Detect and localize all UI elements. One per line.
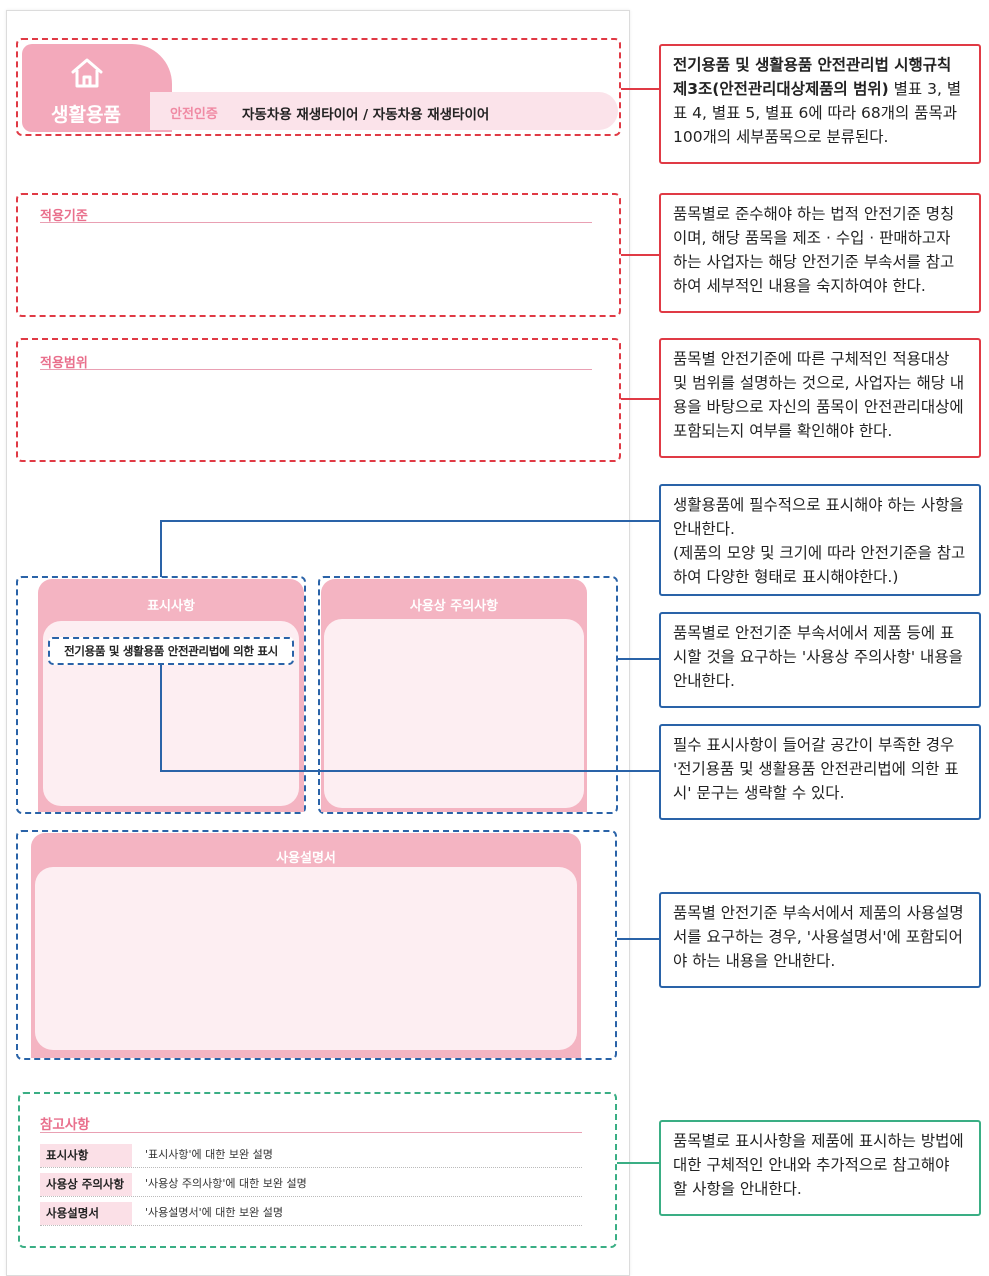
note-manual: 품목별 안전기준 부속서에서 제품의 사용설명서를 요구하는 경우, '사용설명…	[659, 892, 981, 988]
connector-line	[621, 254, 659, 256]
reference-row-text: '사용상 주의사항'에 대한 보완 설명	[145, 1177, 307, 1190]
label-box	[16, 576, 306, 814]
reference-row-text: '표시사항'에 대한 보완 설명	[145, 1148, 273, 1161]
connector-line	[160, 665, 162, 772]
reference-row-label: 사용설명서	[40, 1202, 132, 1225]
note-category-range: 전기용품 및 생활용품 안전관리법 시행규칙 제3조(안전관리대상제품의 범위)…	[659, 44, 981, 164]
connector-line	[160, 520, 659, 522]
category-tab: 생활용품	[22, 44, 172, 132]
caution-inner	[324, 619, 584, 808]
reference-box	[18, 1092, 617, 1248]
connector-line	[617, 938, 659, 940]
reference-title: 참고사항	[40, 1113, 582, 1133]
note-label: 생활용품에 필수적으로 표시해야 하는 사항을 안내한다. (제품의 모양 및 …	[659, 484, 981, 596]
product-name: 자동차용 재생타이어 / 자동차용 재생타이어	[242, 107, 490, 123]
manual-inner	[35, 867, 577, 1050]
home-icon	[71, 58, 103, 88]
reference-row: 사용설명서 '사용설명서'에 대한 보완 설명	[40, 1202, 582, 1226]
connector-line	[160, 520, 162, 577]
legal-mark-badge: 전기용품 및 생활용품 안전관리법에 의한 표시	[48, 637, 294, 665]
note-category-text: 별표 3, 별표 4, 별표 5, 별표 6에 따라 68개의 품목과 100개…	[673, 80, 962, 146]
standard-title: 적용기준	[40, 205, 592, 224]
note-standard: 품목별로 준수해야 하는 법적 안전기준 명칭이며, 해당 품목을 제조 · 수…	[659, 193, 981, 313]
connector-line	[621, 88, 659, 90]
caution-title: 사용상 주의사항	[409, 599, 499, 614]
product-bar: 안전인증 자동차용 재생타이어 / 자동차용 재생타이어	[150, 92, 618, 130]
scope-box	[16, 338, 621, 462]
reference-row-label: 표시사항	[40, 1144, 132, 1167]
connector-line	[621, 398, 659, 400]
reference-row-label: 사용상 주의사항	[40, 1173, 132, 1196]
note-omit: 필수 표시사항이 들어갈 공간이 부족한 경우 '전기용품 및 생활용품 안전관…	[659, 724, 981, 820]
caution-panel: 사용상 주의사항	[321, 579, 587, 812]
reference-row: 표시사항 '표시사항'에 대한 보완 설명	[40, 1144, 582, 1168]
reference-row-text: '사용설명서'에 대한 보완 설명	[145, 1206, 283, 1219]
note-scope: 품목별 안전기준에 따른 구체적인 적용대상 및 범위를 설명하는 것으로, 사…	[659, 338, 981, 458]
cert-label: 안전인증	[170, 107, 218, 122]
manual-panel: 사용설명서	[31, 833, 581, 1058]
note-category-bold: 전기용품 및 생활용품 안전관리법 시행규칙 제3조(안전관리대상제품의 범위)	[673, 56, 952, 98]
connector-line	[160, 770, 659, 772]
reference-row: 사용상 주의사항 '사용상 주의사항'에 대한 보완 설명	[40, 1173, 582, 1197]
label-panel: 표시사항	[38, 579, 304, 812]
connector-line	[618, 658, 659, 660]
connector-line	[617, 1162, 659, 1164]
note-caution: 품목별로 안전기준 부속서에서 제품 등에 표시할 것을 요구하는 '사용상 주…	[659, 612, 981, 708]
scope-title: 적용범위	[40, 352, 592, 371]
label-title: 표시사항	[147, 599, 195, 614]
header-box	[16, 38, 621, 136]
manual-title: 사용설명서	[276, 851, 336, 866]
manual-box	[16, 830, 617, 1060]
caution-box	[318, 576, 618, 814]
note-reference: 품목별로 표시사항을 제품에 표시하는 방법에 대한 구체적인 안내와 추가적으…	[659, 1120, 981, 1216]
standard-box	[16, 193, 621, 317]
category-label: 생활용품	[51, 104, 121, 126]
